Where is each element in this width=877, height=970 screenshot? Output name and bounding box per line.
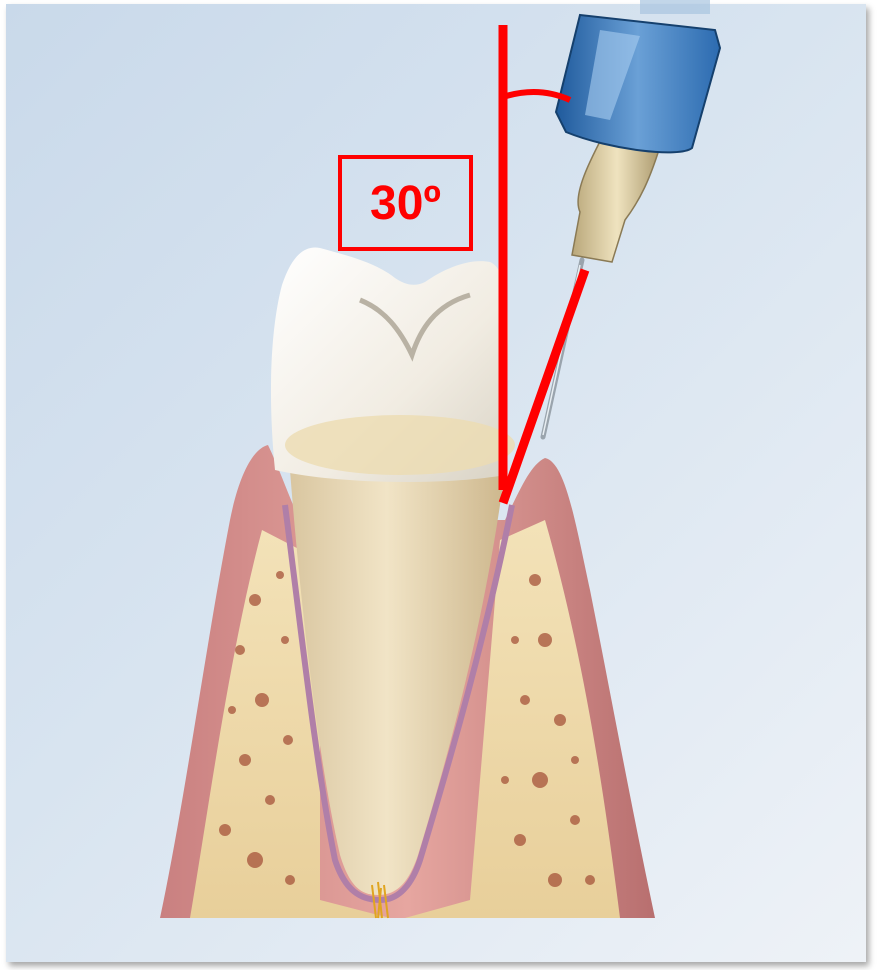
syringe-hub (556, 15, 720, 152)
crown-shade (285, 415, 515, 475)
angle-value: 30º (370, 176, 441, 231)
angle-arc (503, 92, 570, 100)
angle-label: 30º (338, 155, 473, 251)
hub-top (640, 0, 710, 14)
